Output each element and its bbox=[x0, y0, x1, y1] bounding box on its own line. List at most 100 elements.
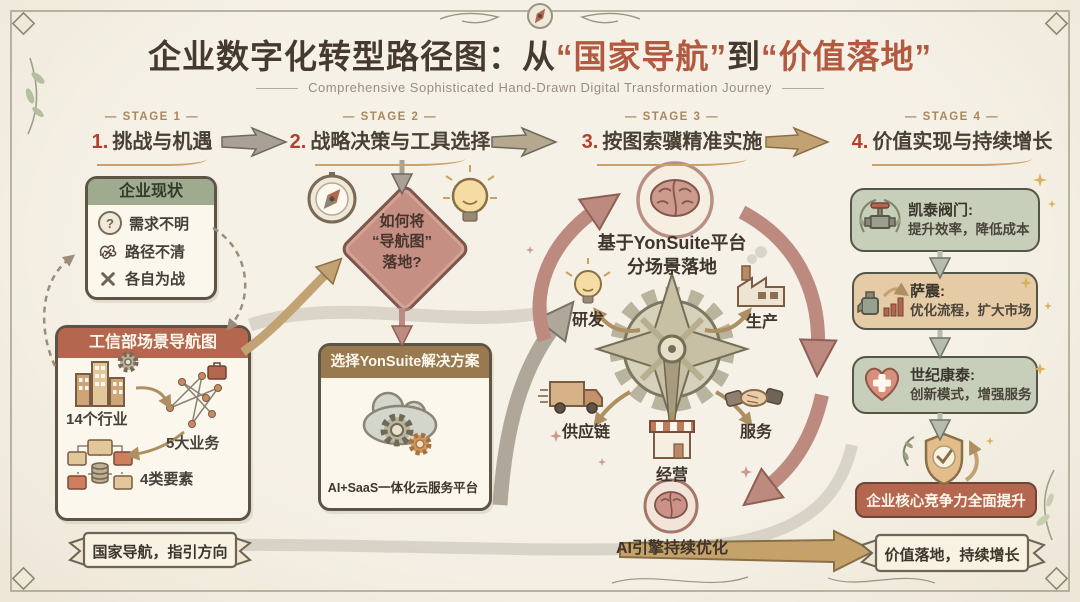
stage-num: 1. bbox=[91, 131, 109, 153]
diamond-line3: 落地? bbox=[382, 253, 422, 271]
title-part: 企业数字化转型路径图：从 bbox=[148, 38, 556, 75]
brain-icon bbox=[636, 161, 714, 239]
scene-spoke-arrows bbox=[593, 307, 753, 453]
ai-brain-icon bbox=[643, 478, 699, 534]
cloud-gears-icon bbox=[362, 391, 438, 456]
stage-num: 2. bbox=[289, 131, 307, 153]
platform-caption: 基于YonSuite平台 分场景落地 bbox=[562, 231, 782, 280]
enterprise-status-header: 企业现状 bbox=[88, 179, 214, 205]
database-icon bbox=[91, 462, 109, 484]
top-compass-ornament-icon bbox=[439, 3, 641, 29]
flow-arrow-nav-to-diamond bbox=[240, 257, 343, 356]
storefront-icon bbox=[649, 420, 695, 459]
folder-tree-icon bbox=[67, 439, 133, 490]
heart-cross-icon bbox=[865, 367, 899, 402]
scene-supply-label: 供应链 bbox=[561, 424, 610, 441]
status-item: 各自为战 bbox=[98, 268, 214, 289]
pump-chart-icon bbox=[857, 282, 910, 317]
scene-service-label: 服务 bbox=[739, 424, 772, 441]
industries-label: 14个行业 bbox=[66, 411, 128, 428]
network-icon bbox=[166, 362, 227, 428]
bottom-flourish bbox=[611, 576, 936, 584]
factory-icon bbox=[737, 246, 785, 307]
status-item: ? 需求不明 bbox=[98, 211, 214, 235]
cycle-arrows bbox=[492, 192, 838, 507]
stage-header-4: — STAGE 4 — 4.价值实现与持续增长 bbox=[832, 111, 1072, 166]
right-banner-text: 价值落地，持续增长 bbox=[884, 547, 1020, 564]
enterprise-status-box: 企业现状 ? 需求不明 路径不清 各自为战 bbox=[85, 176, 217, 300]
case-name: 凯泰阀门: bbox=[908, 202, 973, 220]
stage-header-3: — STAGE 3 — 3.按图索骥精准实施 bbox=[552, 111, 792, 166]
elements-label: 4类要素 bbox=[140, 471, 194, 488]
stage-label: 战略决策与工具选择 bbox=[310, 131, 491, 153]
decision-diamond-text: 如何将 “导航图” 落地? bbox=[332, 212, 472, 273]
handshake-icon bbox=[724, 388, 784, 407]
stage-underline bbox=[872, 155, 1032, 166]
city-buildings-icon bbox=[75, 351, 139, 407]
right-ribbon-banner bbox=[859, 533, 1047, 573]
solution-caption: AI+SaaS一体化云服务平台 bbox=[327, 481, 479, 495]
stage-flow-arrow-icon bbox=[221, 126, 830, 158]
case-desc: 创新模式，增强服务 bbox=[910, 386, 1032, 402]
business-label: 5大业务 bbox=[166, 435, 220, 452]
shield-check-icon bbox=[902, 432, 982, 486]
stage-header-1: — STAGE 1 — 1.挑战与机遇 bbox=[32, 111, 272, 166]
stage-underline bbox=[97, 155, 207, 166]
leaf-sprig-icon bbox=[25, 57, 1055, 541]
case-box-sazhen: 萨震: 优化流程，扩大市场 bbox=[852, 272, 1038, 330]
stage-tag: — STAGE 1 — bbox=[104, 111, 200, 123]
stage-tag: — STAGE 2 — bbox=[342, 111, 438, 123]
case-desc: 优化流程，扩大市场 bbox=[910, 302, 1032, 318]
left-banner-text: 国家导航，指引方向 bbox=[92, 544, 228, 561]
question-bubble-icon: ? bbox=[98, 211, 122, 235]
miit-navigation-box: 工信部场景导航图 bbox=[55, 325, 251, 521]
valve-icon bbox=[859, 199, 901, 233]
nav-internal-arrows bbox=[125, 386, 185, 461]
page-title: 企业数字化转型路径图：从“国家导航”到“价值落地” bbox=[0, 30, 1080, 78]
case-name: 世纪康泰: bbox=[910, 367, 975, 385]
ai-engine-caption: AI引擎持续优化 bbox=[615, 540, 728, 557]
stage-tag: — STAGE 4 — bbox=[904, 111, 1000, 123]
crossed-tools-icon bbox=[101, 271, 115, 286]
status-item-label: 各自为战 bbox=[125, 271, 186, 288]
truck-icon bbox=[538, 381, 603, 414]
idea-bulb-icon bbox=[443, 165, 497, 222]
stage-label: 按图索骥精准实施 bbox=[602, 131, 763, 153]
title-highlight: “价值落地” bbox=[761, 38, 932, 75]
title-highlight: “国家导航” bbox=[556, 38, 727, 75]
platform-line2: 分场景落地 bbox=[627, 257, 717, 278]
stage-header-2: — STAGE 2 — 2.战略决策与工具选择 bbox=[270, 111, 510, 166]
sparkle-icon bbox=[526, 173, 1056, 548]
page-subtitle: Comprehensive Sophisticated Hand-Drawn D… bbox=[0, 80, 1080, 95]
stage-num: 4. bbox=[851, 131, 869, 153]
case-desc: 提升效率，降低成本 bbox=[908, 221, 1030, 237]
bottom-flow-arrow bbox=[619, 529, 877, 573]
diamond-line1: 如何将 bbox=[379, 213, 425, 230]
title-part: 到 bbox=[727, 38, 761, 75]
stage-tag: — STAGE 3 — bbox=[624, 111, 720, 123]
tangle-icon bbox=[99, 244, 117, 259]
miit-navigation-header: 工信部场景导航图 bbox=[58, 328, 248, 358]
stage-label: 挑战与机遇 bbox=[112, 131, 213, 153]
scene-prod-label: 生产 bbox=[745, 314, 778, 331]
diamond-line2: “导航图” bbox=[371, 233, 432, 251]
left-ribbon-banner bbox=[67, 531, 253, 569]
status-item-label: 需求不明 bbox=[129, 215, 190, 233]
status-item-label: 路径不清 bbox=[125, 244, 186, 261]
platform-line1: 基于YonSuite平台 bbox=[597, 233, 747, 253]
case-name: 萨震: bbox=[910, 283, 945, 301]
lightbulb-icon bbox=[565, 258, 611, 304]
yonsuite-solution-header: 选择YonSuite解决方案 bbox=[321, 346, 489, 378]
question-glyph: ? bbox=[106, 215, 114, 231]
dashed-connector-arrow bbox=[42, 226, 247, 367]
corner-ornament-icon bbox=[11, 11, 1069, 591]
status-item: 路径不清 bbox=[98, 241, 214, 262]
stage-num: 3. bbox=[581, 131, 599, 153]
gear-compass-icon bbox=[593, 270, 751, 456]
stage-underline bbox=[315, 155, 465, 166]
stage-label: 价值实现与持续增长 bbox=[872, 131, 1053, 153]
briefcase-icon bbox=[207, 362, 227, 380]
